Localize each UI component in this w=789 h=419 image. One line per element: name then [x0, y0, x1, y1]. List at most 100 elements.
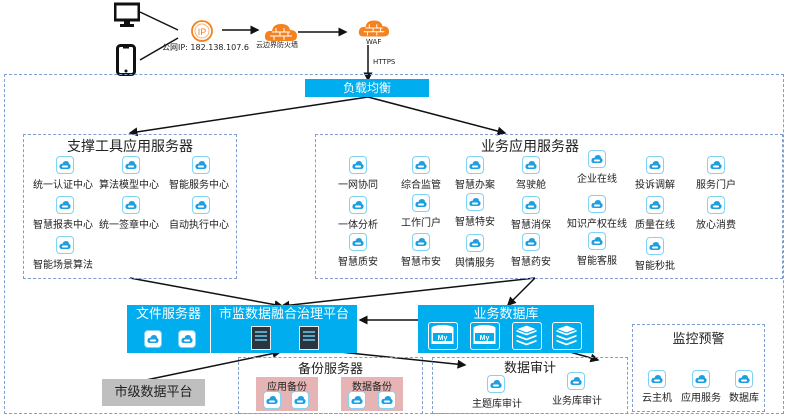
support-service-item[interactable]: 智慧报表中心: [33, 220, 93, 231]
business-service-item[interactable]: 智慧药安: [511, 257, 551, 268]
cloud-service-icon[interactable]: [522, 156, 540, 174]
business-service-item[interactable]: 质量在线: [635, 220, 675, 231]
cloud-service-icon[interactable]: [646, 196, 664, 214]
desktop-icon: [113, 2, 141, 32]
cloud-service-icon[interactable]: [707, 156, 725, 174]
firewall-label: 云边界防火墙: [256, 41, 298, 49]
line-desktop-ip: [139, 11, 179, 31]
business-service-item[interactable]: 综合监管: [401, 180, 441, 191]
load-balancer[interactable]: 负载均衡: [305, 79, 429, 97]
business-service-item[interactable]: 一体分析: [338, 220, 378, 231]
cloud-service-icon[interactable]: [692, 370, 710, 388]
audit-item[interactable]: 业务库审计: [552, 396, 602, 407]
mysql-icon: My: [428, 322, 458, 350]
data-backup-label: 数据备份: [352, 382, 392, 393]
data-audit-title: 数据审计: [503, 361, 556, 376]
cloud-service-icon[interactable]: [466, 193, 484, 211]
cloud-firewall-icon: [264, 22, 298, 46]
waf-label: WAF: [366, 38, 382, 46]
cloud-service-icon[interactable]: [122, 156, 140, 174]
cloud-service-icon: [178, 330, 196, 348]
cloud-service-icon[interactable]: [707, 196, 725, 214]
business-service-item[interactable]: 驾驶舱: [516, 180, 546, 191]
business-service-item[interactable]: 知识产权在线: [567, 219, 627, 230]
svg-text:IP: IP: [198, 27, 207, 37]
business-service-item[interactable]: 智能客服: [577, 256, 617, 267]
svg-text:My: My: [480, 335, 490, 342]
waf-icon: [358, 18, 390, 42]
support-service-item[interactable]: 智能服务中心: [169, 180, 229, 191]
cloud-service-icon[interactable]: [648, 370, 666, 388]
business-service-item[interactable]: 智慧市安: [401, 257, 441, 268]
support-service-item[interactable]: 统一认证中心: [33, 180, 93, 191]
backup-servers-group: [238, 357, 423, 414]
line-lb-business: [367, 96, 507, 136]
redis-icon: [512, 322, 542, 350]
cloud-service-icon[interactable]: [646, 156, 664, 174]
business-servers-group: [315, 134, 783, 279]
support-service-item[interactable]: 统一签章中心: [99, 220, 159, 231]
business-servers-title: 业务应用服务器: [481, 139, 579, 155]
monitoring-item[interactable]: 应用服务: [681, 393, 721, 404]
line-city-platform: [145, 349, 282, 381]
city-data-platform[interactable]: 市级数据平台: [102, 379, 205, 406]
business-service-item[interactable]: 放心消费: [696, 220, 736, 231]
business-service-item[interactable]: 舆情服务: [455, 258, 495, 269]
cloud-service-icon[interactable]: [522, 233, 540, 251]
cloud-service-icon[interactable]: [412, 233, 430, 251]
public-ip-label: 公网IP: 182.138.107.6: [162, 43, 249, 52]
business-service-item[interactable]: 服务门户: [696, 180, 736, 191]
cloud-service-icon[interactable]: [349, 233, 367, 251]
cloud-service-icon[interactable]: [349, 196, 367, 214]
cloud-service-icon[interactable]: [567, 372, 585, 390]
business-service-item[interactable]: 智慧特安: [455, 217, 495, 228]
audit-item[interactable]: 主题库审计: [472, 399, 522, 410]
business-service-item[interactable]: 投诉调解: [635, 180, 675, 191]
business-service-item[interactable]: 智慧消保: [511, 220, 551, 231]
cloud-service-icon[interactable]: [522, 196, 540, 214]
support-servers-title: 支撑工具应用服务器: [67, 139, 193, 155]
file-server[interactable]: 文件服务器: [127, 305, 210, 353]
governance-platform-title: 市监数据融合治理平台: [218, 307, 349, 322]
cloud-service-icon[interactable]: [122, 196, 140, 214]
support-servers-group: [23, 134, 237, 279]
governance-platform[interactable]: 市监数据融合治理平台: [211, 305, 357, 353]
cloud-service-icon[interactable]: [412, 156, 430, 174]
cloud-service-icon[interactable]: [735, 370, 753, 388]
app-backup-label: 应用备份: [267, 382, 307, 393]
business-service-item[interactable]: 智慧质安: [338, 257, 378, 268]
cloud-service-icon[interactable]: [56, 196, 74, 214]
server-icon: [299, 326, 319, 350]
line-db-audit: [569, 351, 600, 363]
cloud-service-icon[interactable]: [466, 156, 484, 174]
support-service-item[interactable]: 算法模型中心: [99, 180, 159, 191]
cloud-service-icon[interactable]: [466, 234, 484, 252]
cloud-service-icon[interactable]: [56, 156, 74, 174]
cloud-service-icon[interactable]: [192, 156, 210, 174]
business-database-title: 业务数据库: [473, 307, 539, 322]
cloud-service-icon[interactable]: [646, 237, 664, 255]
business-service-item[interactable]: 工作门户: [401, 218, 441, 229]
cloud-service-icon[interactable]: [56, 236, 74, 254]
business-service-item[interactable]: 企业在线: [577, 174, 617, 185]
business-service-item[interactable]: 智慧办案: [455, 180, 495, 191]
support-service-item[interactable]: 智能场景算法: [33, 260, 93, 271]
svg-text:My: My: [438, 335, 448, 342]
business-service-item[interactable]: 一网协同: [338, 180, 378, 191]
monitoring-item[interactable]: 云主机: [642, 393, 672, 404]
cloud-service-icon[interactable]: [588, 195, 606, 213]
support-service-item[interactable]: 自动执行中心: [169, 220, 229, 231]
monitoring-item[interactable]: 数据库: [729, 393, 759, 404]
cloud-service-icon: [291, 391, 309, 409]
cloud-service-icon: [348, 391, 366, 409]
cloud-service-icon[interactable]: [349, 156, 367, 174]
https-label: HTTPS: [373, 58, 396, 66]
business-service-item[interactable]: 智能秒批: [635, 261, 675, 272]
cloud-service-icon[interactable]: [487, 375, 505, 393]
cloud-service-icon[interactable]: [588, 150, 606, 168]
backup-servers-title: 备份服务器: [297, 362, 363, 377]
cloud-service-icon[interactable]: [412, 194, 430, 212]
cloud-service-icon[interactable]: [192, 196, 210, 214]
cloud-service-icon[interactable]: [588, 232, 606, 250]
mysql-icon: My: [470, 322, 500, 350]
